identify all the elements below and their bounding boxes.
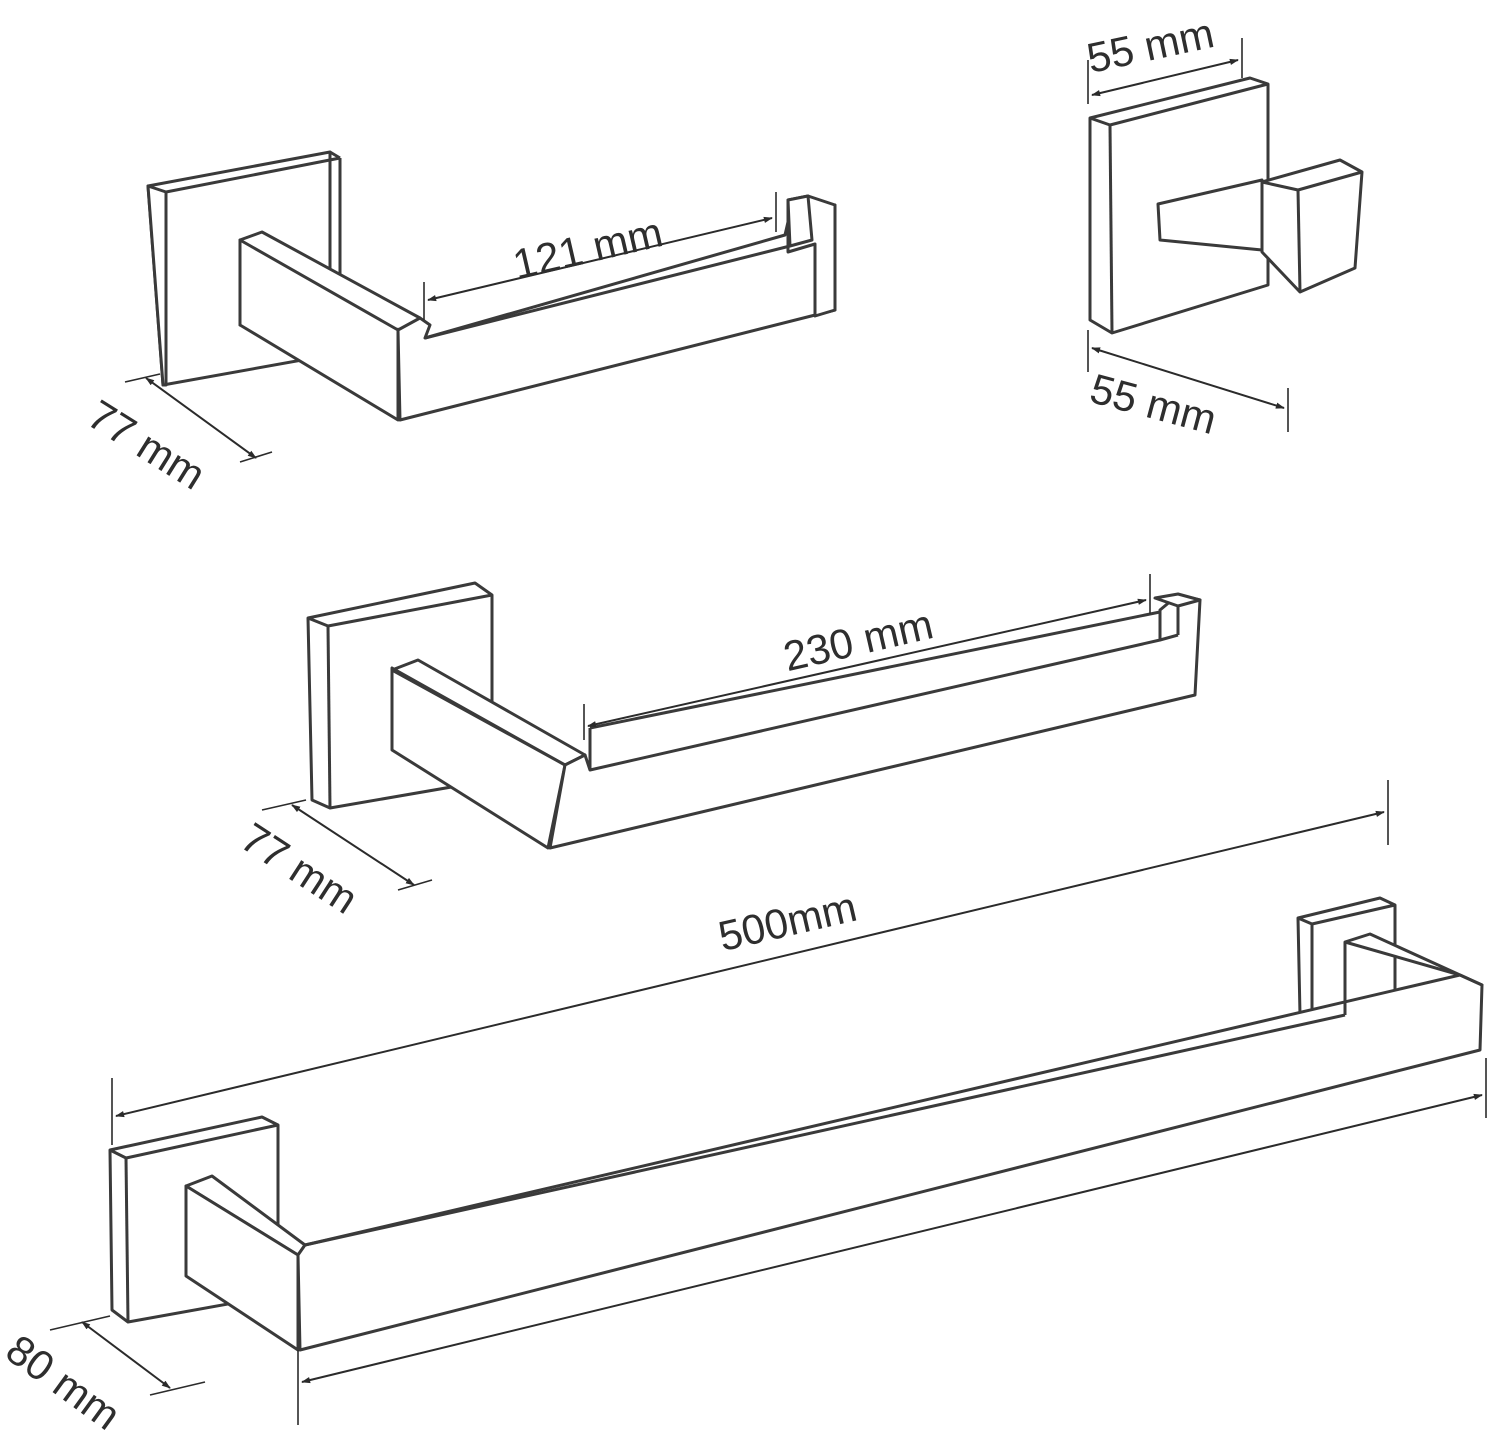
towel-ring: 230 mm 77 mm [233, 574, 1202, 923]
towel-bar-bottom-length-line [297, 1058, 1487, 1425]
towel-bar-depth-dimension: 80 mm [0, 1315, 206, 1439]
robe-hook-arm [1156, 158, 1364, 294]
towel-ring-depth-dimension: 77 mm [233, 799, 433, 923]
robe-hook-top-label: 55 mm [1083, 9, 1218, 82]
tp-holder-depth-label: 77 mm [80, 391, 214, 499]
toilet-paper-holder: 121 mm 77 mm [80, 150, 837, 499]
robe-hook-bottom-dimension: 55 mm [1085, 330, 1289, 444]
towel-ring-depth-label: 77 mm [233, 814, 366, 923]
towel-bar: 500mm 80 mm [0, 780, 1487, 1439]
towel-bar-length-label: 500mm [714, 883, 861, 960]
robe-hook: 55 mm 55 mm [1083, 9, 1364, 444]
towel-ring-length-label: 230 mm [779, 600, 937, 680]
robe-hook-bottom-label: 55 mm [1085, 365, 1221, 444]
tp-holder-depth-dimension: 77 mm [80, 373, 273, 499]
